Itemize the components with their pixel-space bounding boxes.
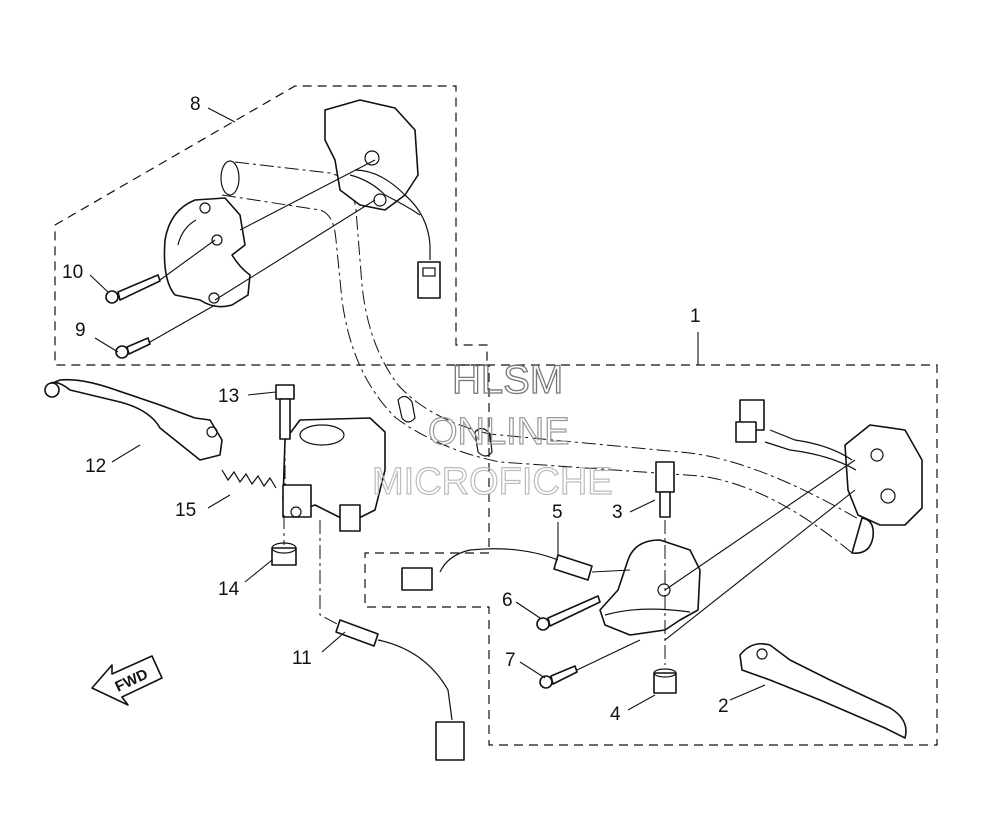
callout-10: 10 [62, 262, 83, 283]
screw-10 [105, 239, 216, 304]
callout-14: 14 [218, 579, 240, 600]
callout-15: 15 [175, 500, 196, 521]
switch-cable-5 [401, 548, 631, 591]
switch-housing-right-1 [735, 399, 923, 526]
callout-labels: 1 2 3 4 5 6 7 8 9 10 11 12 13 14 15 [62, 94, 729, 725]
brake-lever-2 [739, 642, 907, 739]
watermark: HLSM ONLINE MICROFICHE [371, 357, 613, 503]
callout-2: 2 [718, 696, 729, 717]
callout-4: 4 [610, 704, 621, 725]
assembly-boundary-1 [364, 364, 938, 746]
screw-9 [115, 304, 216, 359]
fwd-arrow-icon: FWD [91, 655, 163, 706]
callout-13: 13 [218, 386, 239, 407]
watermark-line-3: MICROFICHE [372, 461, 613, 503]
callout-8: 8 [190, 94, 201, 115]
clutch-lever-12 [44, 378, 223, 461]
callout-6: 6 [502, 590, 513, 611]
callout-1: 1 [690, 306, 701, 327]
screw-6 [536, 595, 601, 631]
callout-9: 9 [75, 320, 86, 341]
spring-15 [221, 469, 277, 489]
watermark-line-2: ONLINE [428, 411, 569, 453]
watermark-line-1: HLSM [452, 358, 563, 402]
callout-7: 7 [505, 650, 516, 671]
screw-7 [539, 639, 641, 689]
bolt-3 [655, 461, 675, 665]
switch-cable-11 [319, 520, 465, 761]
callout-leaders [89, 107, 856, 711]
brake-lever-holder [599, 539, 701, 636]
callout-3: 3 [612, 502, 623, 523]
callout-5: 5 [552, 502, 563, 523]
assembly-boundary-8 [54, 85, 488, 366]
switch-housing-front-8 [163, 197, 251, 308]
master-cylinder-bracket [282, 417, 386, 532]
nut-4 [653, 668, 677, 694]
nut-14 [271, 515, 297, 566]
switch-housing-rear-8 [324, 99, 441, 299]
callout-11: 11 [292, 648, 312, 669]
callout-12: 12 [85, 456, 106, 477]
